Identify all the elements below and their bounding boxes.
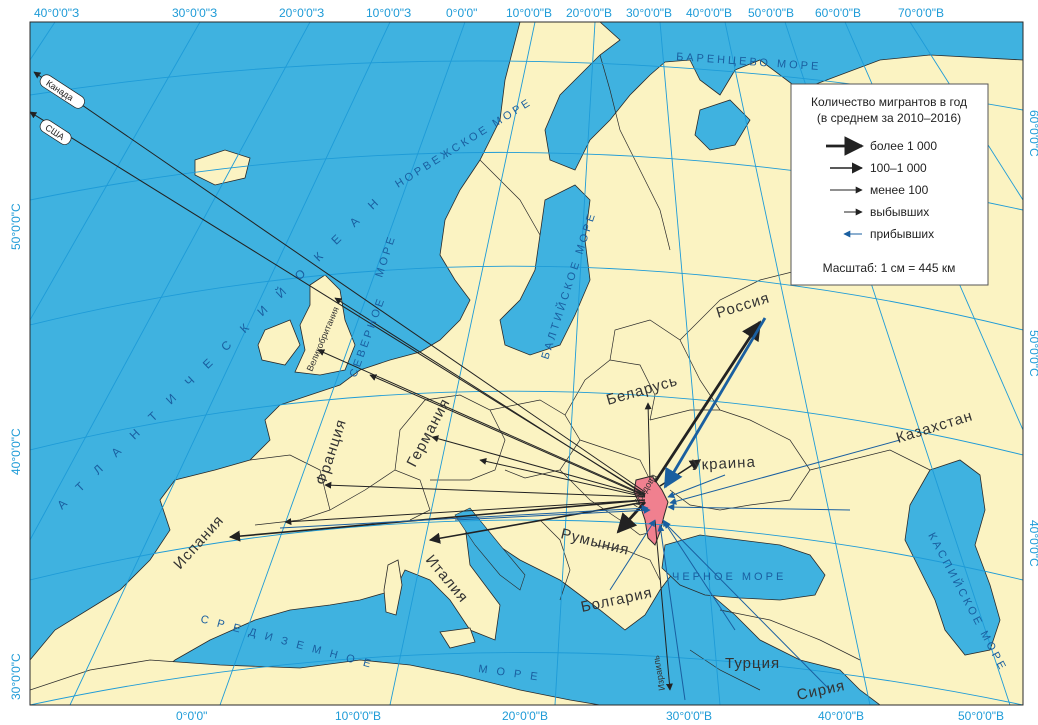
arrow-from-syria (663, 521, 831, 691)
arrow-to-germany (431, 435, 646, 497)
svg-text:30°0'0"В: 30°0'0"В (626, 6, 672, 20)
svg-text:40°0'0"В: 40°0'0"В (818, 709, 864, 723)
svg-text:70°0'0"В: 70°0'0"В (898, 6, 944, 20)
baltic-sea (499, 184, 591, 356)
black-sea (661, 534, 826, 601)
svg-text:20°0'0"З: 20°0'0"З (279, 6, 324, 20)
coord-labels-left: 50°0'0"С 40°0'0"С 30°0'0"С (9, 203, 23, 700)
svg-text:60°0'0"В: 60°0'0"В (815, 6, 861, 20)
svg-text:10°0'0"В: 10°0'0"В (335, 709, 381, 723)
arrow-from-russia (663, 317, 767, 489)
arrow-to-france (324, 481, 646, 498)
arrow-from-caucasus (667, 503, 851, 511)
svg-text:50°0'0"С: 50°0'0"С (1027, 330, 1038, 377)
coord-labels-top: 40°0'0"З 30°0'0"З 20°0'0"З 10°0'0"З 0°0'… (34, 6, 944, 20)
arrow-from-israel (657, 524, 686, 701)
arrow-from-turkey (662, 519, 736, 631)
arrow-to-czechia (479, 457, 646, 498)
arrow-to-belarus (644, 402, 652, 481)
adriatic-sea (454, 507, 526, 591)
svg-text:20°0'0"В: 20°0'0"В (502, 709, 548, 723)
svg-text:50°0'0"С: 50°0'0"С (9, 203, 23, 250)
svg-text:40°0'0"С: 40°0'0"С (9, 428, 23, 475)
legend-scale: Масштаб: 1 см = 445 км (823, 261, 956, 275)
white-sea (694, 99, 751, 151)
land-ireland (257, 319, 301, 366)
svg-text:60°0'0"С: 60°0'0"С (1027, 110, 1038, 157)
arrow-to-russia (653, 320, 762, 483)
graticule-grid (30, 22, 1023, 705)
arrow-from-ukraine (667, 474, 726, 498)
land-north-africa (30, 659, 601, 705)
svg-text:40°0'0"С: 40°0'0"С (1027, 520, 1038, 567)
svg-text:10°0'0"З: 10°0'0"З (366, 6, 411, 20)
legend-item-emigrants: выбывших (870, 205, 929, 219)
arrow-to-romania (616, 501, 647, 534)
label-black-sea: ЧЕРНОЕ МОРЕ (672, 571, 786, 583)
legend-item-more-1000: более 1 000 (870, 139, 937, 153)
legend-title-line1: Количество мигрантов в год (811, 95, 967, 109)
arrow-from-italy (454, 506, 651, 521)
emigration-arrows (30, 71, 762, 691)
arrow-to-uk (317, 349, 646, 496)
legend-item-immigrants: прибывших (870, 227, 934, 241)
arrow-to-israel (654, 519, 673, 691)
label-turkey: Турция (725, 655, 780, 672)
svg-text:0°0'0": 0°0'0" (446, 6, 477, 20)
arrow-to-italy (428, 501, 646, 544)
map-frame (29, 21, 1024, 706)
arrow-to-portugal (284, 499, 646, 526)
legend: Количество мигрантов в год (в среднем за… (790, 83, 989, 286)
caspian-sea (904, 459, 1001, 656)
svg-text:30°0'0"В: 30°0'0"В (666, 709, 712, 723)
land-corsica-sardinia (383, 559, 403, 616)
legend-title-line2: (в среднем за 2010–2016) (817, 111, 961, 125)
arrow-to-spain (228, 499, 646, 542)
arrow-from-bulgaria (609, 519, 656, 591)
svg-text:30°0'0"С: 30°0'0"С (9, 653, 23, 700)
svg-text:40°0'0"В: 40°0'0"В (686, 6, 732, 20)
legend-item-less-100: менее 100 (870, 183, 929, 197)
arrow-from-kazakhstan (669, 439, 901, 505)
legend-item-100-1000: 100–1 000 (870, 161, 927, 175)
svg-text:50°0'0"В: 50°0'0"В (748, 6, 794, 20)
svg-text:0°0'0": 0°0'0" (176, 709, 207, 723)
label-ukraine: Украина (691, 454, 756, 474)
arrow-to-netherlands (369, 374, 646, 497)
arrow-to-canada (33, 71, 646, 493)
land-sicily (439, 627, 476, 649)
coord-labels-right: 60°0'0"С 50°0'0"С 40°0'0"С (1027, 110, 1038, 567)
land-europe (30, 22, 1023, 705)
immigration-arrows (279, 317, 901, 701)
svg-text:40°0'0"З: 40°0'0"З (34, 6, 79, 20)
arrow-to-uk-north (334, 297, 646, 496)
svg-text:50°0'0"В: 50°0'0"В (958, 709, 1004, 723)
coord-labels-bottom: 0°0'0" 10°0'0"В 20°0'0"В 30°0'0"В 40°0'0… (176, 709, 1004, 723)
svg-text:10°0'0"В: 10°0'0"В (506, 6, 552, 20)
arrow-from-spain (279, 504, 649, 529)
svg-text:20°0'0"В: 20°0'0"В (566, 6, 612, 20)
legend-box (790, 83, 989, 286)
svg-text:30°0'0"З: 30°0'0"З (172, 6, 217, 20)
